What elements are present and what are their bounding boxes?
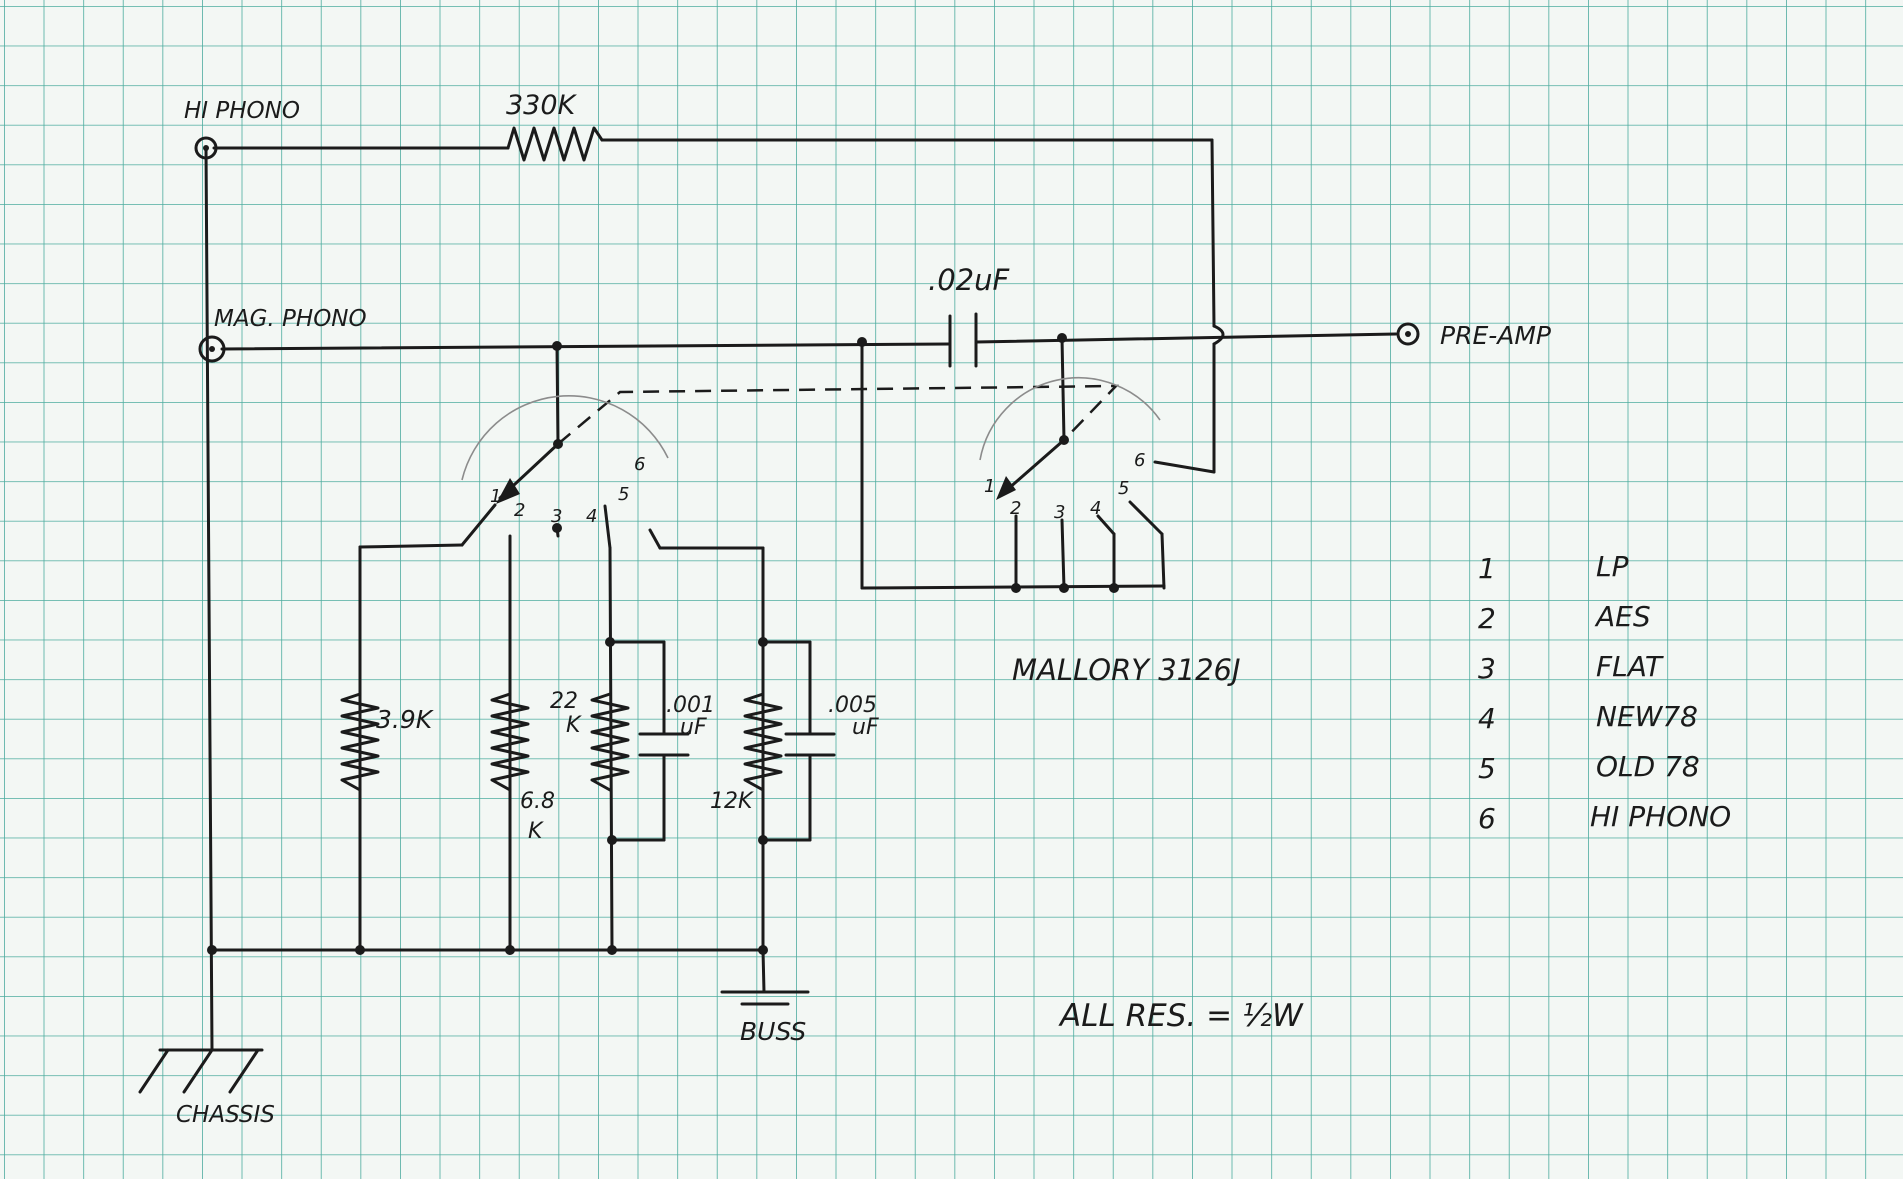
legend-label-6: HI PHONO [1590, 800, 1731, 833]
resistor-3-9k-label: 3.9K [376, 705, 435, 734]
chassis-ground-symbol [138, 1048, 264, 1094]
legend-label-2: AES [1594, 600, 1651, 633]
legend-num-6: 6 [1478, 802, 1496, 835]
resistor-12k-label: 12K [710, 789, 754, 814]
right-pos-4: 4 [1090, 498, 1101, 519]
right-pos-2: 2 [1010, 498, 1021, 519]
wiring [204, 138, 1398, 1052]
capacitor-001uf [638, 732, 690, 757]
junction-dots [207, 333, 1119, 955]
left-pos-2: 2 [514, 500, 525, 521]
left-pos-1: 1 [490, 486, 501, 507]
switch-legend: 1 LP 2 AES 3 FLAT 4 NEW78 5 OLD 78 6 HI … [1478, 550, 1731, 835]
hi-phono-jack-symbol [194, 136, 218, 160]
legend-num-1: 1 [1478, 552, 1496, 585]
capacitor-001uf-label-2: uF [680, 715, 707, 740]
legend-num-5: 5 [1478, 752, 1496, 785]
capacitor-005uf [784, 732, 836, 757]
resistor-3-9k [340, 692, 380, 792]
left-pos-3: 3 [551, 506, 562, 527]
capacitor-005uf-label-1: .005 [828, 693, 877, 718]
resistor-22k [590, 692, 630, 792]
mag-phono-jack-symbol [198, 335, 226, 363]
buss-ground-symbol [720, 990, 810, 1006]
capacitor-02uf [948, 312, 978, 368]
resistor-330k [506, 126, 604, 162]
switch-model-label: MALLORY 3126J [1012, 653, 1241, 687]
left-pos-6: 6 [634, 454, 645, 475]
right-pos-5: 5 [1118, 478, 1129, 499]
switch-gang-link [557, 384, 1119, 445]
resistor-6-8k [490, 692, 530, 792]
resistor-330k-label: 330K [506, 90, 578, 121]
legend-label-4: NEW78 [1596, 700, 1698, 733]
right-pos-1: 1 [984, 476, 995, 497]
legend-num-2: 2 [1478, 602, 1496, 635]
buss-label: BUSS [740, 1017, 806, 1046]
capacitor-005uf-label-2: uF [852, 715, 879, 740]
resistor-12k [743, 692, 783, 792]
left-pos-4: 4 [586, 506, 597, 527]
left-wiper-arrow [496, 478, 520, 504]
hi-phono-label: HI PHONO [184, 98, 300, 124]
left-switch-rotor [461, 395, 669, 481]
mag-phono-label: MAG. PHONO [214, 306, 367, 332]
capacitor-02uf-label: .02uF [928, 263, 1010, 297]
resistor-22k-label-2: K [566, 713, 582, 738]
legend-label-1: LP [1596, 550, 1629, 583]
legend-label-5: OLD 78 [1596, 750, 1700, 783]
right-switch-rotor [979, 377, 1161, 461]
right-pos-6: 6 [1134, 450, 1145, 471]
legend-num-3: 3 [1478, 652, 1496, 685]
resistor-note: ALL RES. = ½W [1058, 998, 1304, 1034]
pre-amp-label: PRE-AMP [1440, 321, 1552, 350]
legend-label-3: FLAT [1596, 650, 1664, 683]
legend-num-4: 4 [1478, 702, 1496, 735]
pre-amp-jack-symbol [1396, 322, 1420, 346]
resistor-22k-label-1: 22 [550, 689, 578, 714]
right-switch-positions: 1 2 3 4 5 6 [984, 450, 1145, 523]
left-pos-5: 5 [618, 484, 629, 505]
right-wiper-arrow [996, 476, 1016, 500]
resistor-6-8k-label-1: 6.8 [520, 789, 555, 814]
chassis-label: CHASSIS [176, 1102, 275, 1128]
right-pos-3: 3 [1054, 502, 1065, 523]
capacitor-001uf-label-1: .001 [666, 693, 715, 718]
resistor-6-8k-label-2: K [528, 819, 544, 844]
left-switch-positions: 1 2 3 4 5 6 [490, 454, 645, 527]
